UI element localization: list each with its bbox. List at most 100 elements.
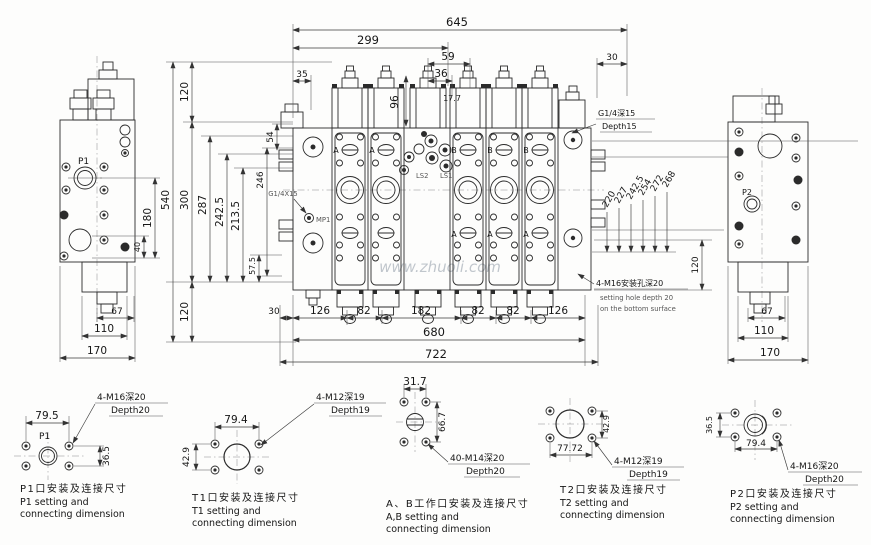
dim-67-left: 67 — [111, 307, 122, 317]
detail-t1-height: 42.9 — [182, 447, 192, 467]
detail-p2-height: 36.5 — [705, 416, 714, 434]
detail-t2-height: 42.9 — [602, 415, 611, 433]
port-a-label: A — [523, 230, 529, 239]
dimensions-top: 645 299 59 36 35 30 96 17.7 — [292, 15, 628, 127]
right-side-view: P2 — [727, 88, 809, 322]
dim-722: 722 — [425, 347, 447, 361]
dim-67-right: 67 — [761, 307, 772, 317]
detail-t2: 77.72 42.9 4-M12深19 Depth19 T2口安装及连接尺寸 T… — [538, 398, 684, 521]
detail-ab-width: 31.7 — [403, 376, 426, 388]
dim-110-right: 110 — [754, 325, 774, 337]
dim-180: 180 — [142, 208, 154, 228]
dim-40: 40 — [133, 242, 142, 252]
detail-p1-note2: Depth20 — [111, 406, 150, 416]
dim-57-5: 57.5 — [248, 257, 257, 275]
dim-540: 540 — [160, 190, 172, 210]
dim-30-bottom: 30 — [268, 307, 280, 317]
detail-t1-caption-en2: connecting dimension — [192, 518, 297, 529]
detail-p2: 79.4 36.5 4-M16深20 Depth20 P2口安装及连接尺寸 P2… — [705, 400, 862, 525]
dim-54: 54 — [266, 131, 276, 143]
main-view: A A B B B A A A LS2 LS1 MP1 G1/4X15 — [268, 65, 606, 324]
detail-p2-note2: Depth20 — [805, 475, 844, 485]
watermark: www.zhuoli.com — [379, 258, 501, 276]
note-g14-line1: G1/4深15 — [598, 109, 635, 118]
detail-t1-note2: Depth19 — [331, 406, 370, 416]
p1-label: P1 — [78, 157, 89, 167]
dim-242-5: 242.5 — [214, 197, 226, 227]
dim-120-bottom: 120 — [179, 302, 191, 322]
detail-ab-caption-cn: A、B工作口安装及连接尺寸 — [386, 497, 529, 510]
dimensions-left: 540 120 300 120 287 242.5 213.5 57.5 246… — [92, 61, 332, 343]
dim-59: 59 — [441, 51, 454, 63]
port-a-label: A — [487, 230, 493, 239]
detail-t2-note1: 4-M12深19 — [614, 456, 663, 467]
detail-p1-caption-en2: connecting dimension — [20, 509, 125, 520]
dim-268: 268 — [661, 169, 678, 189]
note-m16-bottom-hole: 4-M16安装孔深20 setting hole depth 20 on the… — [577, 273, 688, 313]
note-m16-line1: 4-M16安装孔深20 — [596, 278, 663, 288]
detail-p1-caption-cn: P1口安装及连接尺寸 — [20, 482, 127, 495]
right-view-dimensions: 67 110 170 — [727, 266, 809, 364]
detail-ab-note1: 40-M14深20 — [450, 453, 505, 464]
detail-p1-height: 36.5 — [102, 446, 112, 466]
dimensions-bottom: 30 126 82 182 82 82 126 680 722 — [268, 295, 599, 366]
dim-246: 246 — [256, 171, 266, 188]
detail-p2-caption-cn: P2口安装及连接尺寸 — [730, 487, 837, 500]
port-b-label: B — [487, 146, 493, 155]
port-b-label: B — [451, 146, 457, 155]
detail-ab-height: 66.7 — [438, 412, 448, 432]
mp1-port — [304, 213, 314, 223]
dim-126-left: 126 — [310, 305, 330, 317]
note-m16-line2: setting hole depth 20 — [600, 294, 673, 302]
dim-82-3: 82 — [506, 305, 519, 317]
dim-36: 36 — [434, 68, 448, 80]
dim-82-2: 82 — [471, 305, 484, 317]
mp1-label: MP1 — [316, 216, 330, 224]
port-a-label: A — [369, 146, 375, 155]
note-g14-line2: Depth15 — [602, 122, 637, 131]
port-a-label: A — [333, 146, 339, 155]
detail-t2-width: 77.72 — [557, 444, 583, 454]
dim-170-left: 170 — [87, 345, 107, 357]
detail-p1-width: 79.5 — [35, 410, 58, 422]
left-view-dimensions: 67 110 170 — [59, 266, 136, 362]
detail-ab-caption-en2: connecting dimension — [386, 524, 491, 535]
dim-110-left: 110 — [94, 323, 114, 335]
left-view-body — [59, 119, 136, 263]
detail-p2-caption-en2: connecting dimension — [730, 514, 835, 525]
ls1-label: LS1 — [440, 172, 452, 180]
detail-t1-caption-cn: T1口安装及连接尺寸 — [191, 491, 299, 504]
detail-p1-caption-en1: P1 setting and — [20, 497, 89, 508]
dim-35: 35 — [296, 70, 307, 80]
work-section-1 — [334, 132, 366, 286]
detail-p2-caption-en1: P2 setting and — [730, 502, 799, 513]
port-b-label: B — [523, 146, 529, 155]
detail-p1-port: P1 — [39, 432, 50, 442]
dim-170-right: 170 — [760, 347, 780, 359]
detail-t1-note1: 4-M12深19 — [316, 392, 365, 403]
detail-ab: 31.7 66.7 40-M14深20 Depth20 A、B工作口安装及连接尺… — [386, 376, 530, 535]
p2-label: P2 — [742, 188, 752, 197]
dim-680: 680 — [423, 325, 445, 339]
detail-t2-caption-en1: T2 setting and — [559, 498, 629, 509]
detail-t1-width: 79.4 — [224, 414, 248, 426]
dim-299: 299 — [357, 33, 379, 47]
dim-30-top: 30 — [606, 53, 618, 63]
dim-96: 96 — [389, 95, 401, 109]
detail-t1-caption-en1: T1 setting and — [191, 506, 261, 517]
detail-t1: 79.4 42.9 4-M12深19 Depth19 T1口安装及连接尺寸 T1… — [182, 392, 386, 529]
watermark-text: www.zhuoli.com — [379, 258, 501, 276]
dim-120-top: 120 — [179, 82, 191, 102]
detail-t2-caption-en2: connecting dimension — [560, 510, 665, 521]
dim-120-right: 120 — [691, 256, 701, 273]
detail-p1: 79.5 P1 36.5 4-M16深20 Depth20 P1口安装及连接尺寸… — [14, 392, 168, 520]
dimensions-right: 220 227 242.5 254 272 268 120 G1/4深15 De… — [571, 109, 858, 313]
left-side-view: P1 — [59, 56, 136, 322]
g14x15-label: G1/4X15 — [268, 190, 298, 198]
dim-17-7: 17.7 — [443, 94, 461, 103]
detail-ab-note2: Depth20 — [466, 467, 505, 477]
note-g14-depth15: G1/4深15 Depth15 — [571, 109, 655, 134]
dim-300: 300 — [179, 190, 191, 210]
